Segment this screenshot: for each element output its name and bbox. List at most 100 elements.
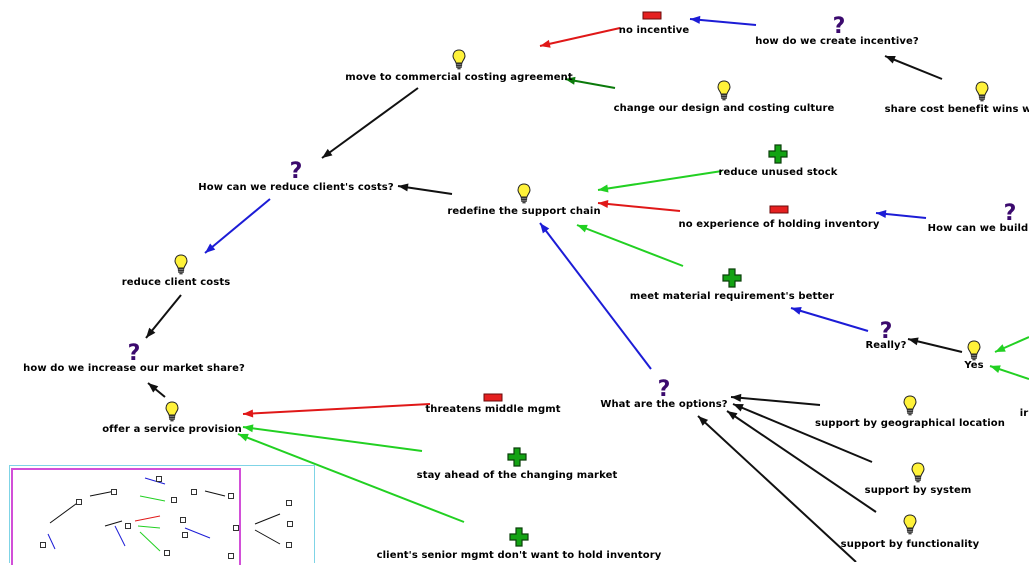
node-icon-support_system[interactable] [911,462,925,484]
node-icon-reduce_stock[interactable] [768,144,788,164]
link-reduce_costs_q-to-reduce_client_costs[interactable] [204,198,271,254]
arrowhead [322,148,333,158]
arrowhead [698,416,709,426]
node-icon-meet_material[interactable] [722,268,742,288]
plus-icon [507,447,527,467]
node-icon-create_incentive[interactable]: ? [831,13,847,37]
arrowhead [885,56,896,64]
node-label-meet_material[interactable]: meet material requirement's better [629,291,835,302]
node-label-support_system[interactable]: support by system [864,485,972,496]
arrowhead [565,76,576,85]
node-label-market_share[interactable]: how do we increase our market share? [23,363,245,374]
node-icon-support_function[interactable] [903,514,917,536]
node-label-no_incentive[interactable]: no incentive [618,25,690,36]
link-geo-to-options[interactable] [730,396,821,406]
node-label-really[interactable]: Really? [865,340,907,351]
link-share_cost-to-create_incentive[interactable] [884,55,943,80]
node-icon-service_provision[interactable] [165,401,179,423]
svg-text:?: ? [833,14,846,37]
overview-node [228,493,234,499]
node-icon-no_experience[interactable] [769,205,789,214]
overview-node [171,497,177,503]
node-icon-commercial_costing[interactable] [452,49,466,71]
link-really-to-meet_material[interactable] [790,307,869,332]
node-label-reduce_costs_q[interactable]: How can we reduce client's costs? [198,182,394,193]
arrowhead [243,424,254,433]
node-label-yes[interactable]: Yes [964,360,984,371]
arrowhead [990,365,1001,373]
arrowhead [731,393,742,402]
node-label-support_function[interactable]: support by functionality [840,539,980,550]
link-offscreen_bottom-to-options[interactable] [697,415,857,562]
node-label-how_build[interactable]: How can we build [927,223,1029,234]
node-label-options[interactable]: What are the options? [600,399,728,410]
node-label-reduce_client_costs[interactable]: reduce client costs [121,277,231,288]
node-icon-reduce_client_costs[interactable] [174,254,188,276]
minus-icon [642,11,662,20]
link-meet_material-to-redefine_chain[interactable] [576,224,684,267]
node-icon-how_build[interactable]: ? [1002,200,1018,224]
node-icon-geo[interactable] [903,395,917,417]
link-options-to-redefine_chain[interactable] [539,222,652,370]
node-label-change_design[interactable]: change our design and costing culture [613,103,835,114]
lightbulb-icon [903,395,917,416]
arrowhead [146,327,156,338]
node-icon-stay_ahead[interactable] [507,447,527,467]
overview-node [164,550,170,556]
overview-node [125,523,131,529]
arrowhead [148,383,159,393]
node-label-trailing_ir[interactable]: ir [1019,408,1029,419]
node-label-threatens[interactable]: threatens middle mgmt [425,404,561,415]
node-label-no_experience[interactable]: no experience of holding inventory [678,219,880,230]
node-icon-options[interactable]: ? [656,376,672,400]
map-overview[interactable] [9,465,315,565]
overview-node [111,489,117,495]
node-label-service_provision[interactable]: offer a service provision [102,424,242,435]
minus-icon [483,393,503,402]
link-layer [145,15,1029,562]
node-label-stay_ahead[interactable]: stay ahead of the changing market [416,470,618,481]
link-stay_ahead-to-service_provision[interactable] [242,426,423,452]
plus-icon [722,268,742,288]
link-threatens-to-service_provision[interactable] [242,403,431,415]
node-icon-threatens[interactable] [483,393,503,402]
node-icon-market_share[interactable]: ? [126,340,142,364]
node-icon-yes[interactable] [967,340,981,362]
link-no_experience-to-redefine_chain[interactable] [597,202,681,212]
lightbulb-icon [517,183,531,204]
node-icon-share_cost[interactable] [975,81,989,103]
overview-node [76,499,82,505]
node-label-geo[interactable]: support by geographical location [815,418,1005,429]
link-reduce_stock-to-redefine_chain[interactable] [597,170,723,191]
node-icon-change_design[interactable] [717,80,731,102]
overview-node [233,525,239,531]
lightbulb-icon [174,254,188,275]
node-icon-senior_mgmt[interactable] [509,527,529,547]
link-no_incentive-to-commercial_costing[interactable] [539,27,621,47]
link-commercial_costing-to-reduce_costs_q[interactable] [321,87,419,159]
overview-viewport-frame[interactable] [11,468,241,565]
arrowhead [243,409,254,418]
arrowhead [598,184,609,193]
arrowhead [733,404,744,412]
node-label-share_cost[interactable]: share cost benefit wins w [884,104,1029,115]
arrowhead [238,433,249,442]
node-label-create_incentive[interactable]: how do we create incentive? [755,36,919,47]
arrowhead [540,223,550,234]
node-label-redefine_chain[interactable]: redefine the support chain [447,206,601,217]
link-create_incentive-to-no_incentive[interactable] [689,18,757,26]
node-icon-redefine_chain[interactable] [517,183,531,205]
arrowhead [908,337,919,346]
link-support_function-to-options[interactable] [726,410,877,513]
node-label-senior_mgmt[interactable]: client's senior mgmt don't want to hold … [376,550,662,561]
node-label-reduce_stock[interactable]: reduce unused stock [718,167,838,178]
overview-links [47,477,281,552]
link-senior_mgmt-to-service_provision[interactable] [237,433,465,523]
node-label-commercial_costing[interactable]: move to commercial costing agreement [345,72,573,83]
node-icon-no_incentive[interactable] [642,11,662,20]
link-support_system-to-options[interactable] [732,403,873,463]
node-icon-reduce_costs_q[interactable]: ? [288,158,304,182]
node-icon-really[interactable]: ? [878,318,894,342]
lightbulb-icon [975,81,989,102]
